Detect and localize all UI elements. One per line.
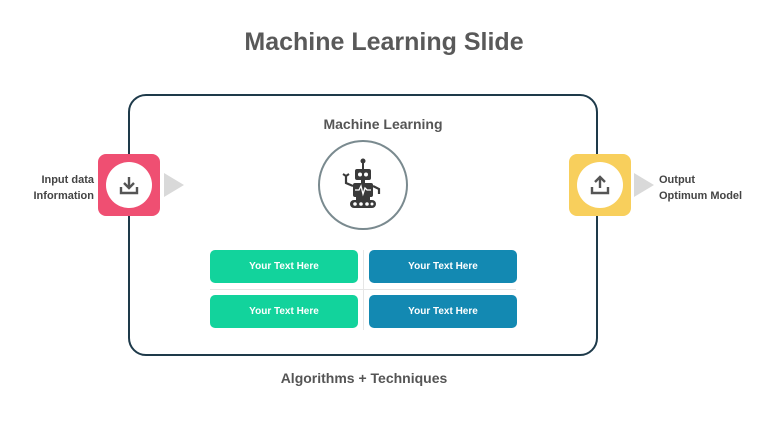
input-badge-circle xyxy=(106,162,152,208)
input-label-line2: Information xyxy=(33,190,95,202)
input-arrow xyxy=(164,173,184,197)
download-icon xyxy=(119,177,139,195)
text-box-1: Your Text Here xyxy=(210,250,358,283)
output-arrow xyxy=(634,173,654,197)
center-title: Machine Learning xyxy=(323,116,443,132)
upload-icon xyxy=(590,175,610,195)
output-badge xyxy=(569,154,631,216)
input-label: Input data Information xyxy=(32,172,95,204)
output-label-line2: Optimum Model xyxy=(659,190,743,202)
text-box-4: Your Text Here xyxy=(369,295,517,328)
output-badge-circle xyxy=(577,162,623,208)
input-label-line1: Input data xyxy=(41,174,94,186)
text-box-3: Your Text Here xyxy=(210,295,358,328)
slide-title: Machine Learning Slide xyxy=(244,28,524,56)
output-label-line1: Output xyxy=(659,174,696,186)
input-badge xyxy=(98,154,160,216)
grid-divider-vertical xyxy=(363,250,364,330)
output-label: Output Optimum Model xyxy=(659,172,759,204)
robot-badge xyxy=(318,140,408,230)
grid-divider-horizontal xyxy=(210,289,516,290)
text-box-2: Your Text Here xyxy=(369,250,517,283)
footer-caption: Algorithms + Techniques xyxy=(280,370,448,386)
robot-icon xyxy=(342,158,381,208)
